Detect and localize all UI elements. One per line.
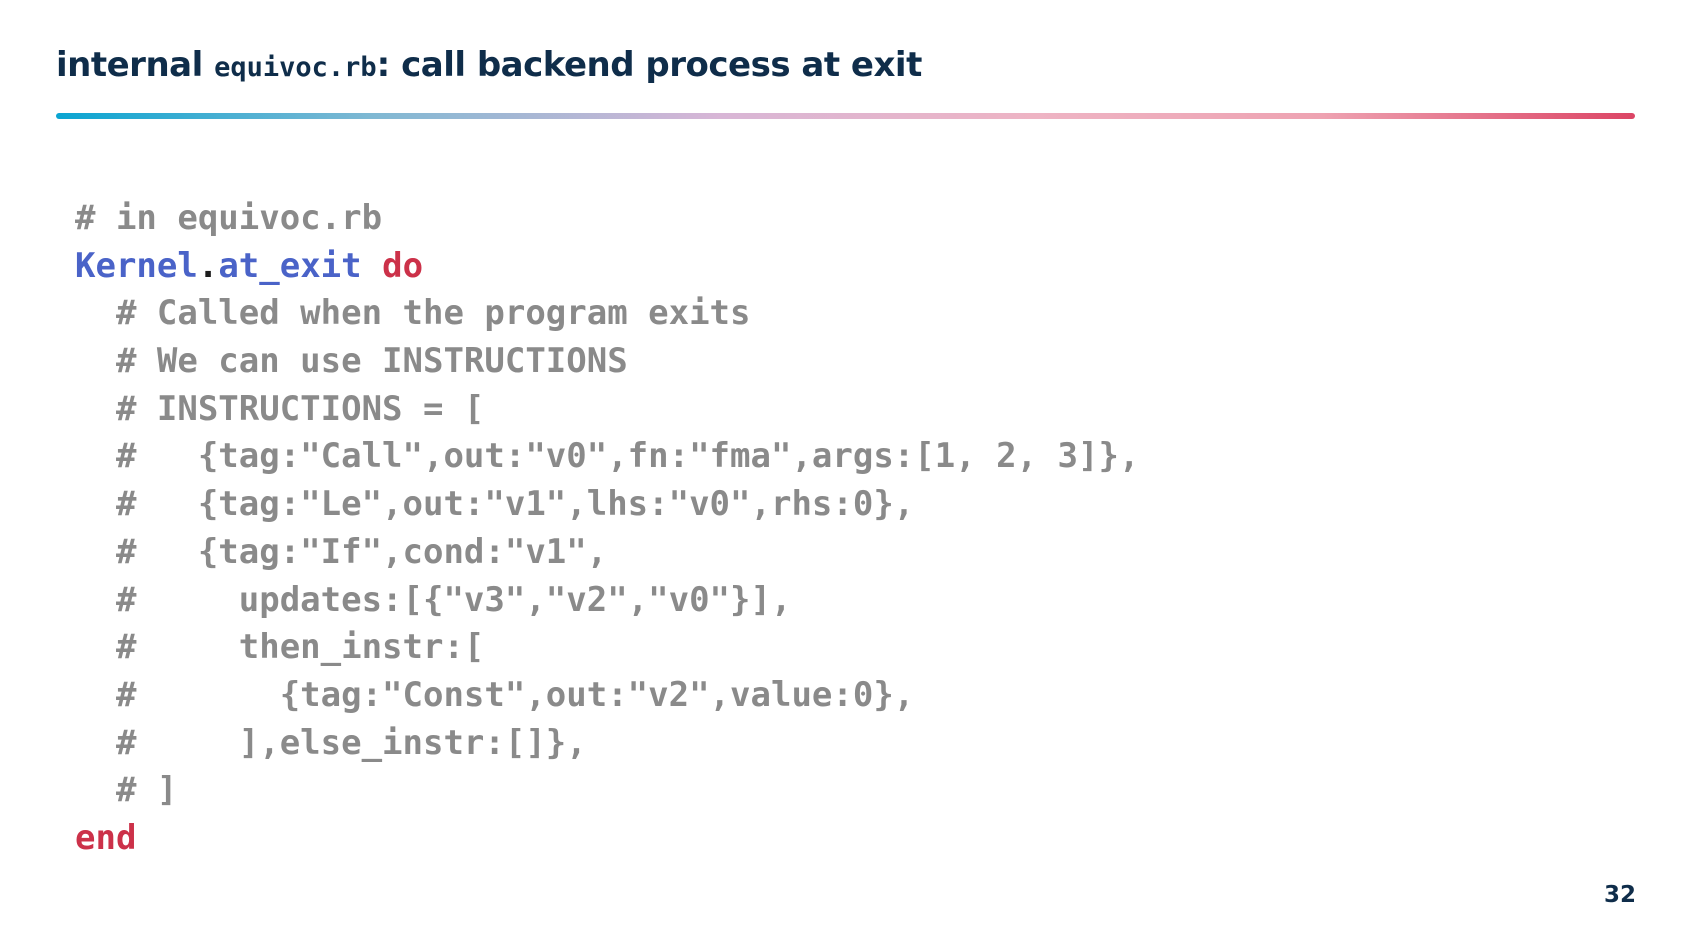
page-number: 32 bbox=[1603, 882, 1636, 908]
code-comment-line: # {tag:"If",cond:"v1", bbox=[75, 531, 608, 572]
title-filename: equivoc.rb bbox=[214, 52, 377, 83]
title-suffix: : call backend process at exit bbox=[376, 45, 923, 85]
code-token-dot: . bbox=[197, 245, 219, 286]
code-comment-line: # INSTRUCTIONS = [ bbox=[75, 388, 485, 429]
code-comment-line: # {tag:"Const",out:"v2",value:0}, bbox=[75, 674, 915, 715]
code-token-do: do bbox=[382, 245, 424, 286]
code-line-file-comment: # in equivoc.rb bbox=[75, 198, 383, 238]
code-comment-line: # then_instr:[ bbox=[75, 627, 485, 668]
code-comment-line: # Called when the program exits bbox=[75, 293, 751, 334]
code-comment-line: # updates:[{"v3","v2","v0"}], bbox=[75, 579, 792, 620]
title-prefix: internal bbox=[56, 45, 215, 85]
code-comment-line: # ] bbox=[75, 770, 178, 811]
code-token-end: end bbox=[75, 817, 137, 858]
code-token-kernel: Kernel bbox=[75, 245, 198, 286]
code-token-at-exit: at_exit bbox=[218, 245, 362, 286]
code-line-at-exit: Kernel.at_exit do bbox=[75, 243, 1139, 291]
code-comment-line: # We can use INSTRUCTIONS bbox=[75, 341, 628, 382]
code-comment-line: # {tag:"Call",out:"v0",fn:"fma",args:[1,… bbox=[75, 436, 1140, 477]
slide-title: internal equivoc.rb: call backend proces… bbox=[56, 40, 922, 93]
title-divider bbox=[56, 113, 1635, 119]
code-comment-line: # ],else_instr:[]}, bbox=[75, 722, 587, 763]
code-comment-line: # {tag:"Le",out:"v1",lhs:"v0",rhs:0}, bbox=[75, 484, 915, 525]
